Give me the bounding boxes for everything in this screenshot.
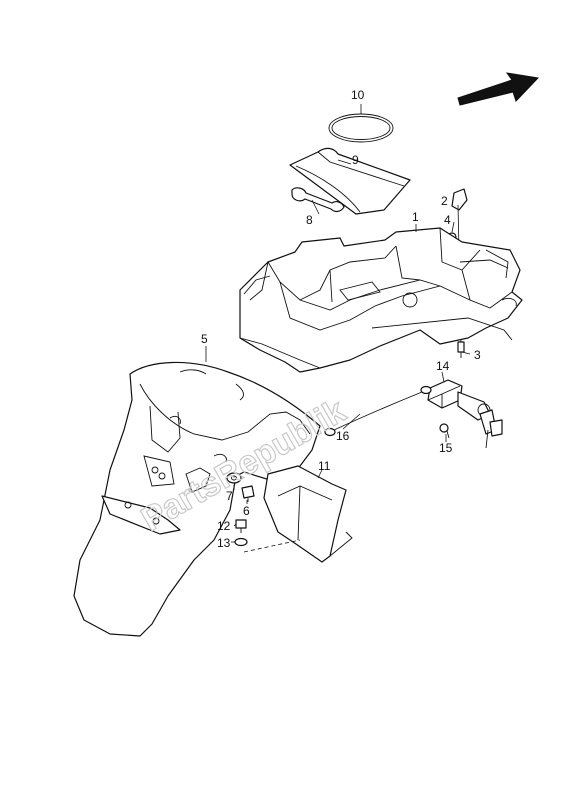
part-13-washer[interactable] bbox=[234, 537, 248, 547]
callout-3: 3 bbox=[474, 348, 481, 362]
callout-16: 16 bbox=[336, 429, 350, 443]
part-11-mud-flap[interactable] bbox=[263, 465, 353, 563]
part-9-tool-bag[interactable] bbox=[289, 147, 411, 215]
callout-9: 9 bbox=[352, 153, 359, 167]
callout-numbers: 10 9 8 2 4 1 3 5 14 15 16 11 7 6 12 13 bbox=[201, 88, 481, 550]
part-10-ring[interactable] bbox=[328, 113, 394, 143]
key-set bbox=[479, 409, 503, 449]
part-1-seat-tray[interactable] bbox=[239, 227, 523, 373]
part-15-lock-screw[interactable] bbox=[439, 423, 450, 439]
part-3-bolt[interactable] bbox=[457, 341, 465, 358]
part-8-wrench[interactable] bbox=[291, 187, 345, 213]
callout-10: 10 bbox=[351, 88, 365, 102]
callout-6: 6 bbox=[243, 504, 250, 518]
callout-15: 15 bbox=[439, 441, 453, 455]
callout-1: 1 bbox=[412, 210, 419, 224]
callout-14: 14 bbox=[436, 359, 450, 373]
part-6-bolt[interactable] bbox=[241, 485, 255, 502]
front-direction-arrow bbox=[457, 72, 540, 106]
callout-13: 13 bbox=[217, 536, 231, 550]
callout-4: 4 bbox=[444, 213, 451, 227]
callout-8: 8 bbox=[306, 213, 313, 227]
callout-12: 12 bbox=[217, 519, 231, 533]
part-16-seat-wire[interactable] bbox=[324, 385, 432, 437]
part-7-washer[interactable] bbox=[226, 472, 242, 484]
callout-7: 7 bbox=[226, 489, 233, 503]
callout-5: 5 bbox=[201, 332, 208, 346]
leader-lines bbox=[205, 104, 471, 553]
part-12-screw[interactable] bbox=[235, 519, 247, 533]
part-5-rear-fender[interactable] bbox=[73, 361, 321, 637]
callout-2: 2 bbox=[441, 194, 448, 208]
callout-11: 11 bbox=[318, 459, 331, 473]
